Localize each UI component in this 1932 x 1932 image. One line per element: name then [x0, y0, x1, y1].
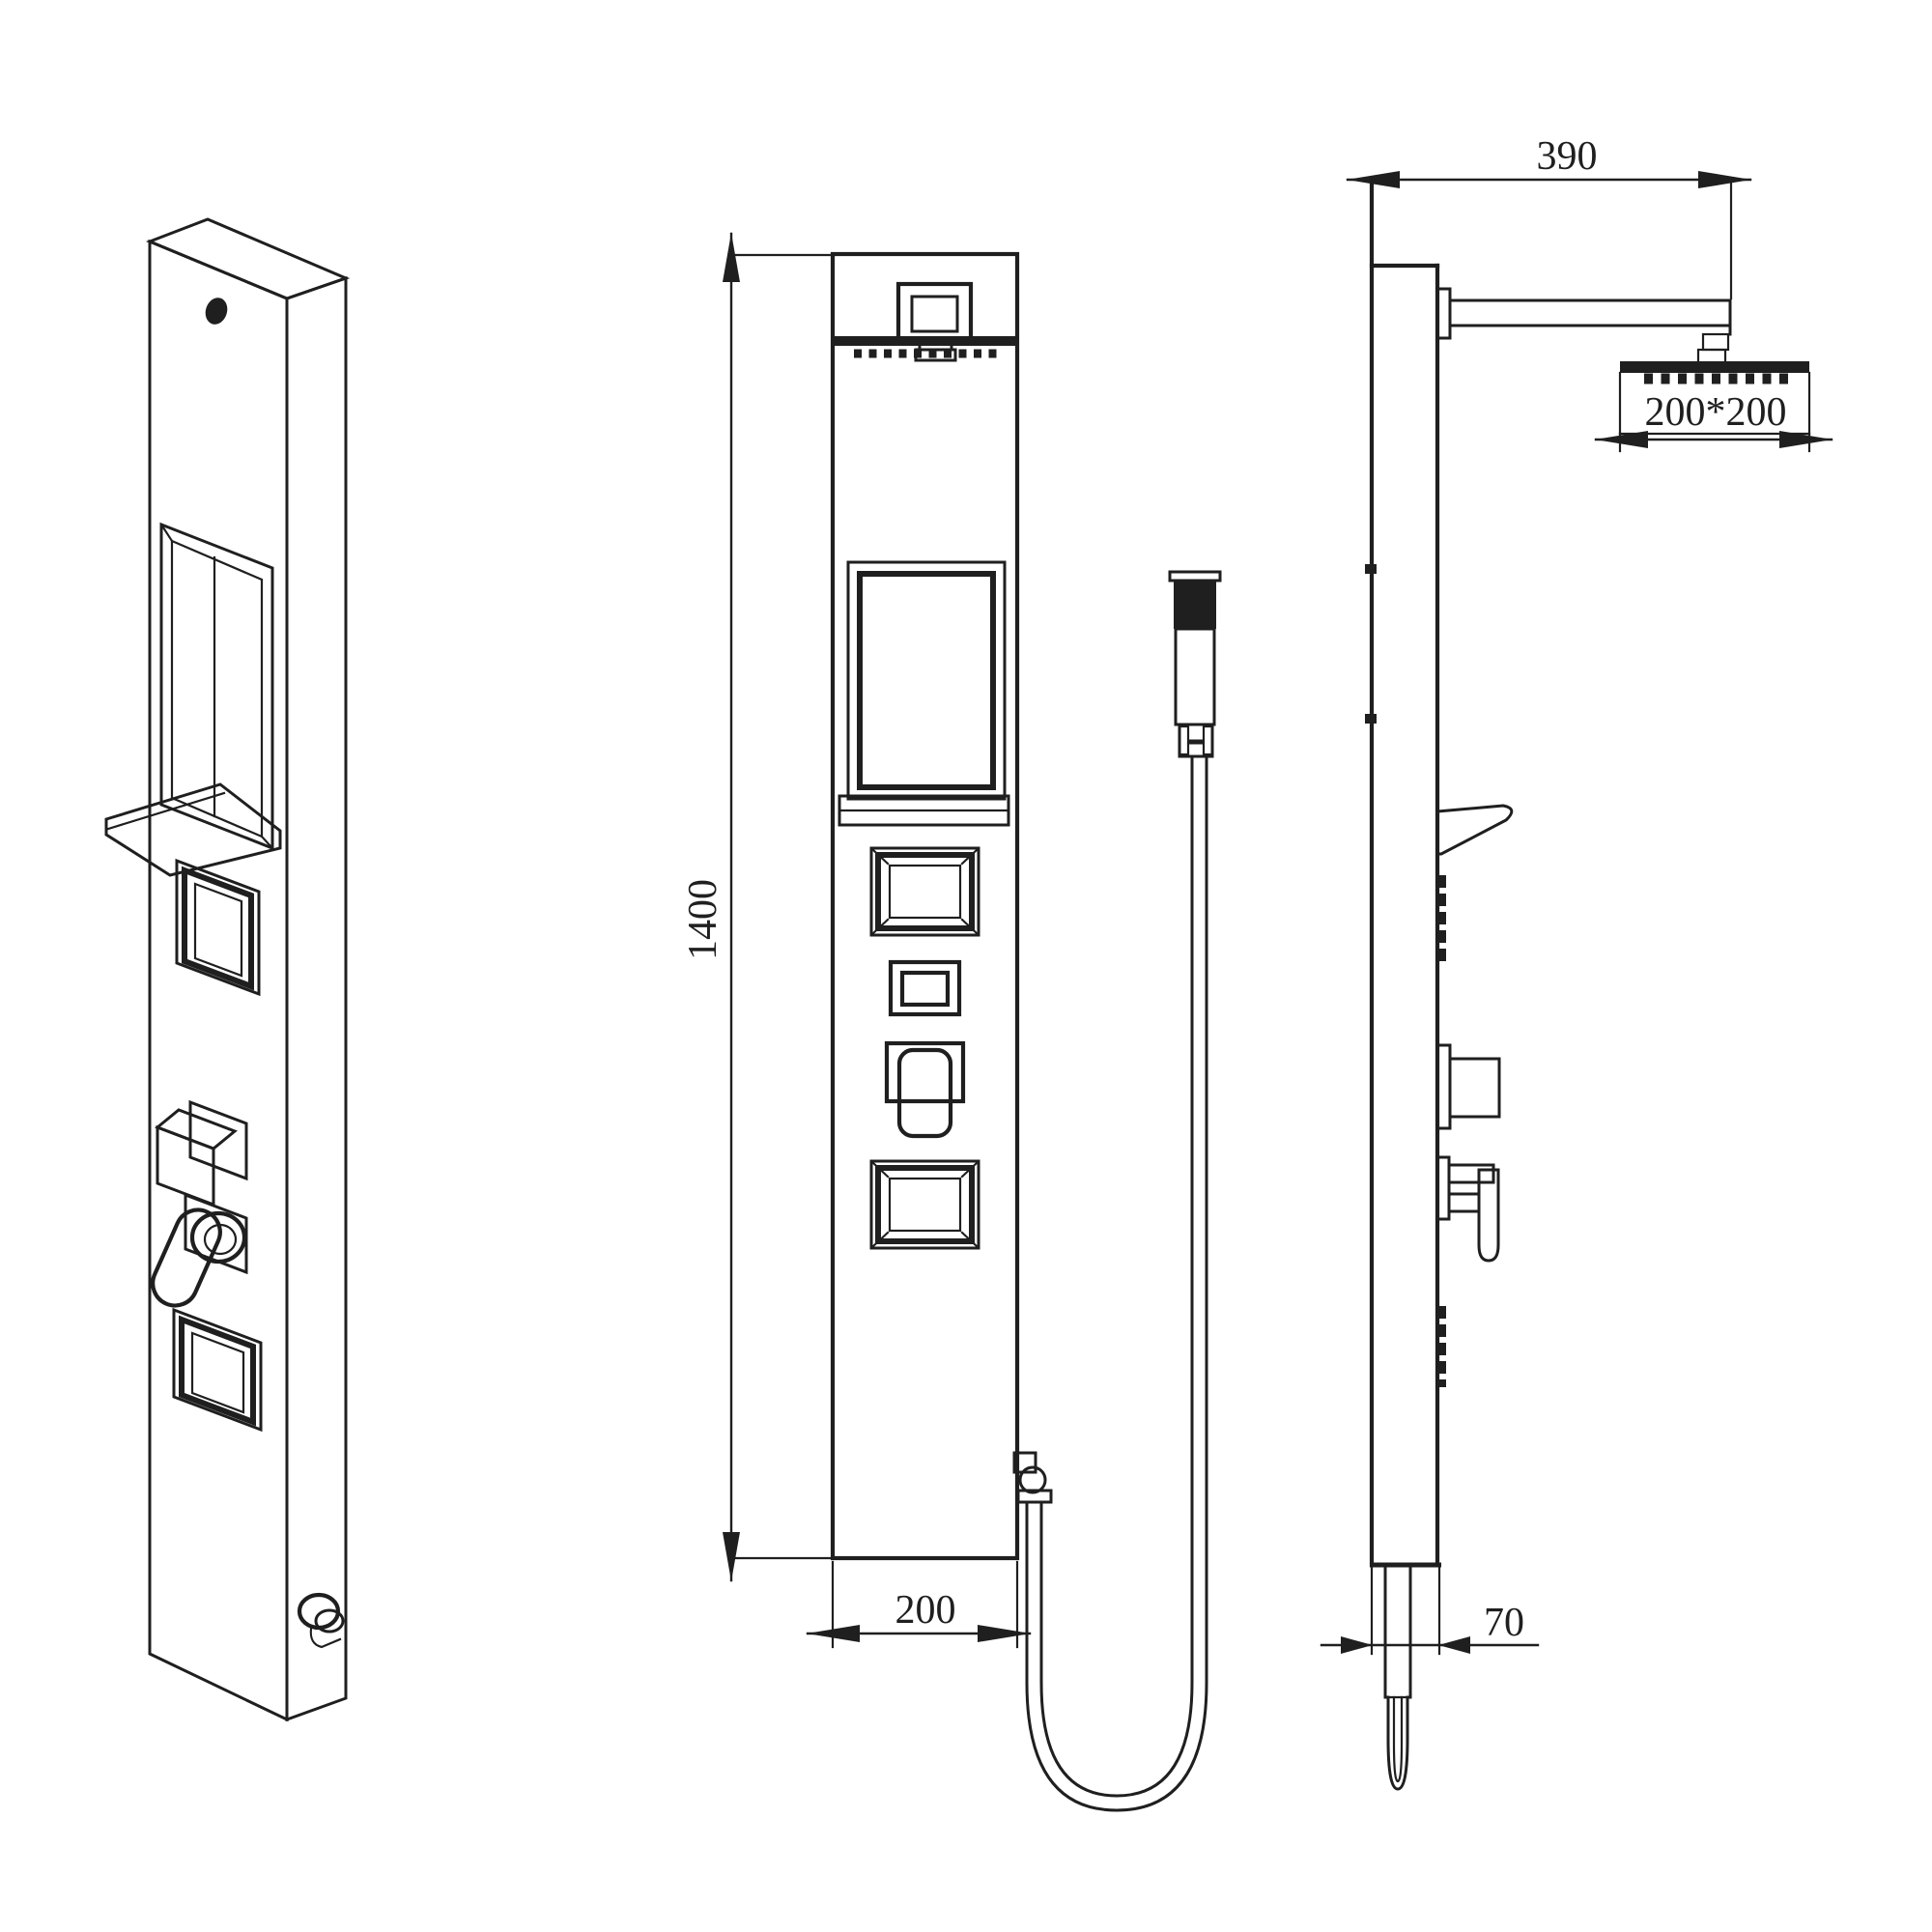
shelf — [104, 782, 282, 877]
hand-shower — [1168, 570, 1222, 758]
panel-side-face — [285, 275, 348, 1722]
arm-bracket — [895, 281, 974, 362]
head-size-label: 200*200 — [1645, 390, 1787, 435]
hose-outlet — [297, 1592, 345, 1649]
dim-70-label: 70 — [1484, 1601, 1524, 1645]
diverter-knob-profile — [1435, 1043, 1501, 1130]
diverter-knob — [155, 1099, 248, 1208]
body-jet — [175, 858, 261, 997]
dimension-head-size — [1594, 431, 1833, 453]
wall-tick — [1365, 564, 1377, 574]
hose-outlet — [1012, 1451, 1053, 1504]
dim-390-label: 390 — [1537, 134, 1598, 179]
panel-top-face — [145, 217, 351, 300]
dimension-arm-reach: 390 — [1346, 134, 1752, 300]
mirror-recess — [846, 560, 1007, 801]
side-view: 200*200 390 — [1320, 134, 1833, 1791]
dimension-height: 1400 — [681, 232, 837, 1582]
body-jet — [172, 1307, 263, 1433]
mirror-recess — [159, 522, 274, 851]
perspective-view — [104, 217, 351, 1722]
dim-200-label: 200 — [895, 1588, 956, 1633]
wall-tick — [1365, 714, 1377, 724]
body-jet — [869, 1159, 980, 1250]
dimension-depth: 70 — [1320, 1565, 1540, 1656]
dim-1400-label: 1400 — [681, 879, 725, 960]
body-jet — [869, 846, 980, 937]
mixer-handle — [151, 1192, 248, 1308]
shelf-profile — [1435, 804, 1514, 856]
mixer-handle — [884, 1040, 966, 1139]
mixer-handle-profile — [1435, 1155, 1500, 1263]
panel-front-face — [148, 239, 289, 1722]
overhead-shower-nozzles — [833, 336, 1017, 358]
mounting-hole — [205, 298, 228, 325]
front-view: 1400 200 — [681, 232, 1222, 1812]
shower-hose — [1025, 755, 1208, 1812]
panel-outline — [830, 251, 1020, 1561]
shower-arm — [1435, 287, 1732, 367]
shelf — [838, 794, 1010, 827]
overhead-shower-head: 200*200 — [1618, 361, 1811, 436]
dimension-width: 200 — [806, 1560, 1032, 1649]
diverter-knob — [888, 959, 962, 1017]
hose-profile — [1383, 1563, 1412, 1791]
